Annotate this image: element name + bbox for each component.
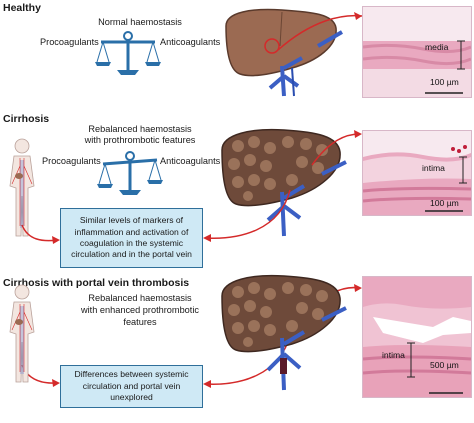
info-box-pvt: Differences between systemic circulation… bbox=[60, 365, 203, 408]
human-body-icon-cirrhosis bbox=[9, 138, 35, 237]
human-body-icon-pvt bbox=[9, 284, 35, 383]
balance-scale-icon-cirrhosis bbox=[97, 151, 163, 195]
scale-label-pvt: 500 µm bbox=[430, 360, 459, 370]
info-box-cirrhosis-line2: inflammation and activation of bbox=[74, 226, 189, 237]
procoagulants-label-cirrhosis: Procoagulants bbox=[42, 156, 101, 166]
heading-pvt-line2: with enhanced prothrombotic bbox=[81, 305, 199, 315]
section-title-pvt: Cirrhosis with portal vein thrombosis bbox=[3, 277, 190, 289]
cirrhosis-histology-image bbox=[362, 130, 472, 216]
balance-heading-cirrhosis-line1: Rebalanced haemostasis bbox=[88, 124, 192, 134]
section-title-healthy: Healthy bbox=[3, 2, 41, 14]
section-title-cirrhosis: Cirrhosis bbox=[3, 113, 50, 125]
procoagulants-label-healthy: Procoagulants bbox=[40, 37, 99, 47]
balance-scale-icon-healthy bbox=[95, 31, 161, 75]
anticoagulants-label-healthy: Anticoagulants bbox=[160, 37, 221, 47]
info-box-pvt-line2: circulation and portal vein bbox=[82, 380, 181, 391]
media-label: media bbox=[425, 42, 449, 52]
healthy-histology-image bbox=[362, 6, 472, 98]
info-box-cirrhosis: Similar levels of markers of inflammatio… bbox=[60, 208, 203, 268]
cirrhotic-liver-image bbox=[221, 128, 347, 237]
info-box-pvt-line3: unexplored bbox=[110, 392, 153, 403]
heading-pvt-line1: Rebalanced haemostasis bbox=[88, 293, 192, 303]
scale-label-cirrhosis: 100 µm bbox=[430, 198, 459, 208]
info-box-cirrhosis-line3: coagulation in the systemic bbox=[79, 238, 184, 248]
cirrhotic-liver-pvt-image bbox=[221, 274, 347, 391]
balance-heading-healthy: Normal haemostasis bbox=[98, 17, 182, 27]
healthy-liver-image bbox=[225, 8, 344, 97]
intima-label-cirrhosis: intima bbox=[422, 163, 445, 173]
info-box-cirrhosis-line1: Similar levels of markers of bbox=[79, 215, 184, 226]
anticoagulants-label-cirrhosis: Anticoagulants bbox=[160, 156, 221, 166]
heading-pvt-line3: features bbox=[123, 317, 157, 327]
info-box-cirrhosis-line4: circulation and in the portal vein bbox=[71, 249, 192, 260]
info-box-pvt-line1: Differences between systemic bbox=[74, 369, 189, 380]
pvt-histology-image bbox=[362, 276, 472, 398]
balance-heading-cirrhosis-line2: with prothrombotic features bbox=[84, 135, 196, 145]
intima-label-pvt: intima bbox=[382, 350, 405, 360]
zoom-arrow-healthy bbox=[277, 12, 363, 51]
scale-label-healthy: 100 µm bbox=[430, 77, 459, 87]
